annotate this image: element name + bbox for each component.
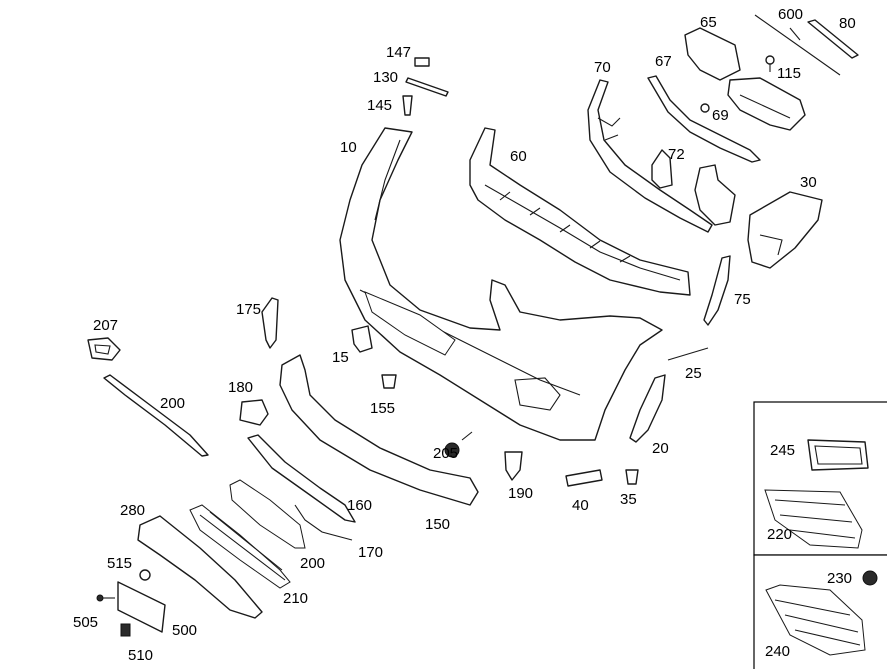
callout-180: 180: [228, 379, 253, 396]
callout-130: 130: [373, 69, 398, 86]
callout-75: 75: [734, 291, 751, 308]
part-245-bezel: [807, 439, 869, 471]
callout-175: 175: [236, 301, 261, 318]
callout-72: 72: [668, 146, 685, 163]
part-175-bracket: [261, 297, 279, 349]
part-210-mesh: [189, 504, 291, 589]
part-240-grille: [765, 584, 866, 656]
part-200-strip-left: [103, 374, 209, 457]
part-69-clip: [700, 103, 710, 113]
part-205-sensor: [444, 431, 473, 458]
part-70-upper-rail: [587, 79, 713, 233]
part-75-trim: [703, 255, 731, 326]
callout-60: 60: [510, 148, 527, 165]
callout-245: 245: [770, 442, 795, 459]
part-67-side-strip: [647, 75, 761, 163]
callout-69: 69: [712, 107, 729, 124]
part-30-side-bracket: [747, 191, 823, 269]
callout-207: 207: [93, 317, 118, 334]
callout-210: 210: [283, 590, 308, 607]
callout-280: 280: [120, 502, 145, 519]
part-10-bumper-cover: [339, 127, 663, 441]
part-130-strip: [405, 77, 449, 97]
part-510-nut: [120, 623, 131, 637]
part-80-strip: [807, 19, 859, 59]
part-35-clip: [625, 469, 639, 485]
callout-30: 30: [800, 174, 817, 191]
part-145-plug: [402, 95, 413, 116]
callout-80: 80: [839, 15, 856, 32]
callout-115: 115: [777, 65, 801, 82]
callout-240: 240: [765, 643, 790, 660]
part-515-clip: [139, 569, 151, 581]
callout-190: 190: [508, 485, 533, 502]
callout-145: 145: [367, 97, 392, 114]
part-155-clip: [381, 374, 397, 389]
part-40-plate: [565, 469, 603, 487]
callout-515: 515: [107, 555, 132, 572]
callout-65: 65: [700, 14, 717, 31]
callout-220: 220: [767, 526, 792, 543]
callout-70: 70: [594, 59, 611, 76]
part-60-impact-beam: [469, 127, 691, 296]
part-72-bracket: [651, 149, 673, 189]
part-190-bracket: [504, 451, 523, 481]
callout-205: 205: [433, 445, 458, 462]
part-505-screw: [96, 594, 115, 602]
part-160-strip: [247, 434, 356, 523]
callout-500: 500: [172, 622, 197, 639]
callout-510: 510: [128, 647, 153, 664]
part-280-grille: [137, 515, 263, 619]
part-15-bracket: [351, 325, 373, 353]
callout-160: 160: [347, 497, 372, 514]
part-25-pointer: [667, 347, 709, 361]
part-115-screw: [765, 55, 775, 72]
part-170-strip: [294, 504, 353, 541]
part-147-clip: [414, 57, 430, 67]
part-150-lower-spoiler: [279, 354, 479, 506]
part-200-mesh-right: [229, 479, 306, 549]
callout-150: 150: [425, 516, 450, 533]
callout-67: 67: [655, 53, 672, 70]
callout-200-lower: 200: [300, 555, 325, 572]
callout-25: 25: [685, 365, 702, 382]
part-220-grille: [764, 489, 863, 549]
callout-10: 10: [340, 139, 357, 156]
callout-600: 600: [778, 6, 803, 23]
part-180-cover: [239, 399, 269, 426]
callout-170: 170: [358, 544, 383, 561]
callout-200-upper: 200: [160, 395, 185, 412]
part-20-side-trim: [629, 374, 666, 443]
callout-40: 40: [572, 497, 589, 514]
callout-20: 20: [652, 440, 669, 457]
part-65-bracket: [684, 27, 806, 131]
callout-505: 505: [73, 614, 98, 631]
part-mount-bracket: [694, 164, 736, 226]
callout-35: 35: [620, 491, 637, 508]
callout-15: 15: [332, 349, 349, 366]
part-207-bezel: [87, 337, 121, 361]
callout-155: 155: [370, 400, 395, 417]
part-600-rail: [754, 14, 841, 76]
callout-230: 230: [827, 570, 852, 587]
callout-147: 147: [386, 44, 411, 61]
part-230-sensor: [862, 570, 878, 586]
part-500-license-bracket: [117, 581, 166, 633]
